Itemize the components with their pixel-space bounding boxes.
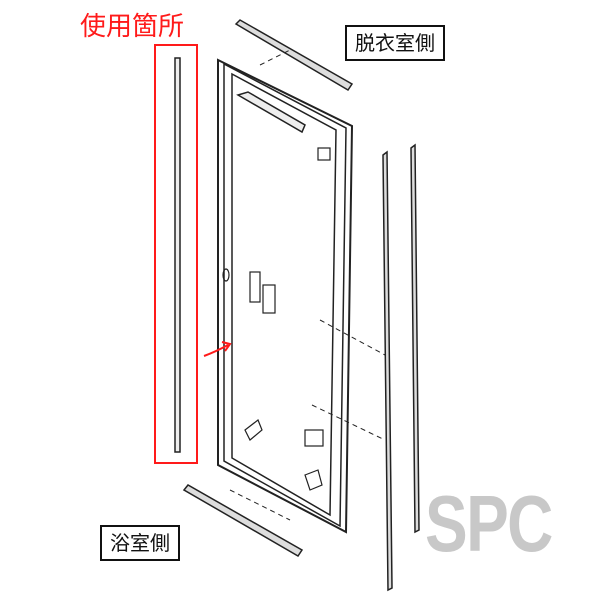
highlight-box — [154, 44, 198, 464]
highlighted-seal-rod — [174, 57, 181, 453]
guide-lines — [229, 319, 386, 521]
bathroom-side-label: 浴室側 — [100, 525, 180, 561]
spc-watermark: SPC — [425, 479, 553, 568]
usage-location-label: 使用箇所 — [80, 12, 185, 42]
right-seal-rod-1 — [382, 150, 393, 592]
right-seal-rod-2 — [410, 143, 420, 534]
top-seal-rod — [234, 19, 354, 92]
dressing-room-side-label: 脱衣室側 — [345, 25, 445, 61]
guide-line — [259, 49, 291, 66]
red-arrow-icon — [203, 344, 229, 357]
bottom-seal-rod — [182, 484, 304, 558]
door-frame — [217, 58, 354, 534]
